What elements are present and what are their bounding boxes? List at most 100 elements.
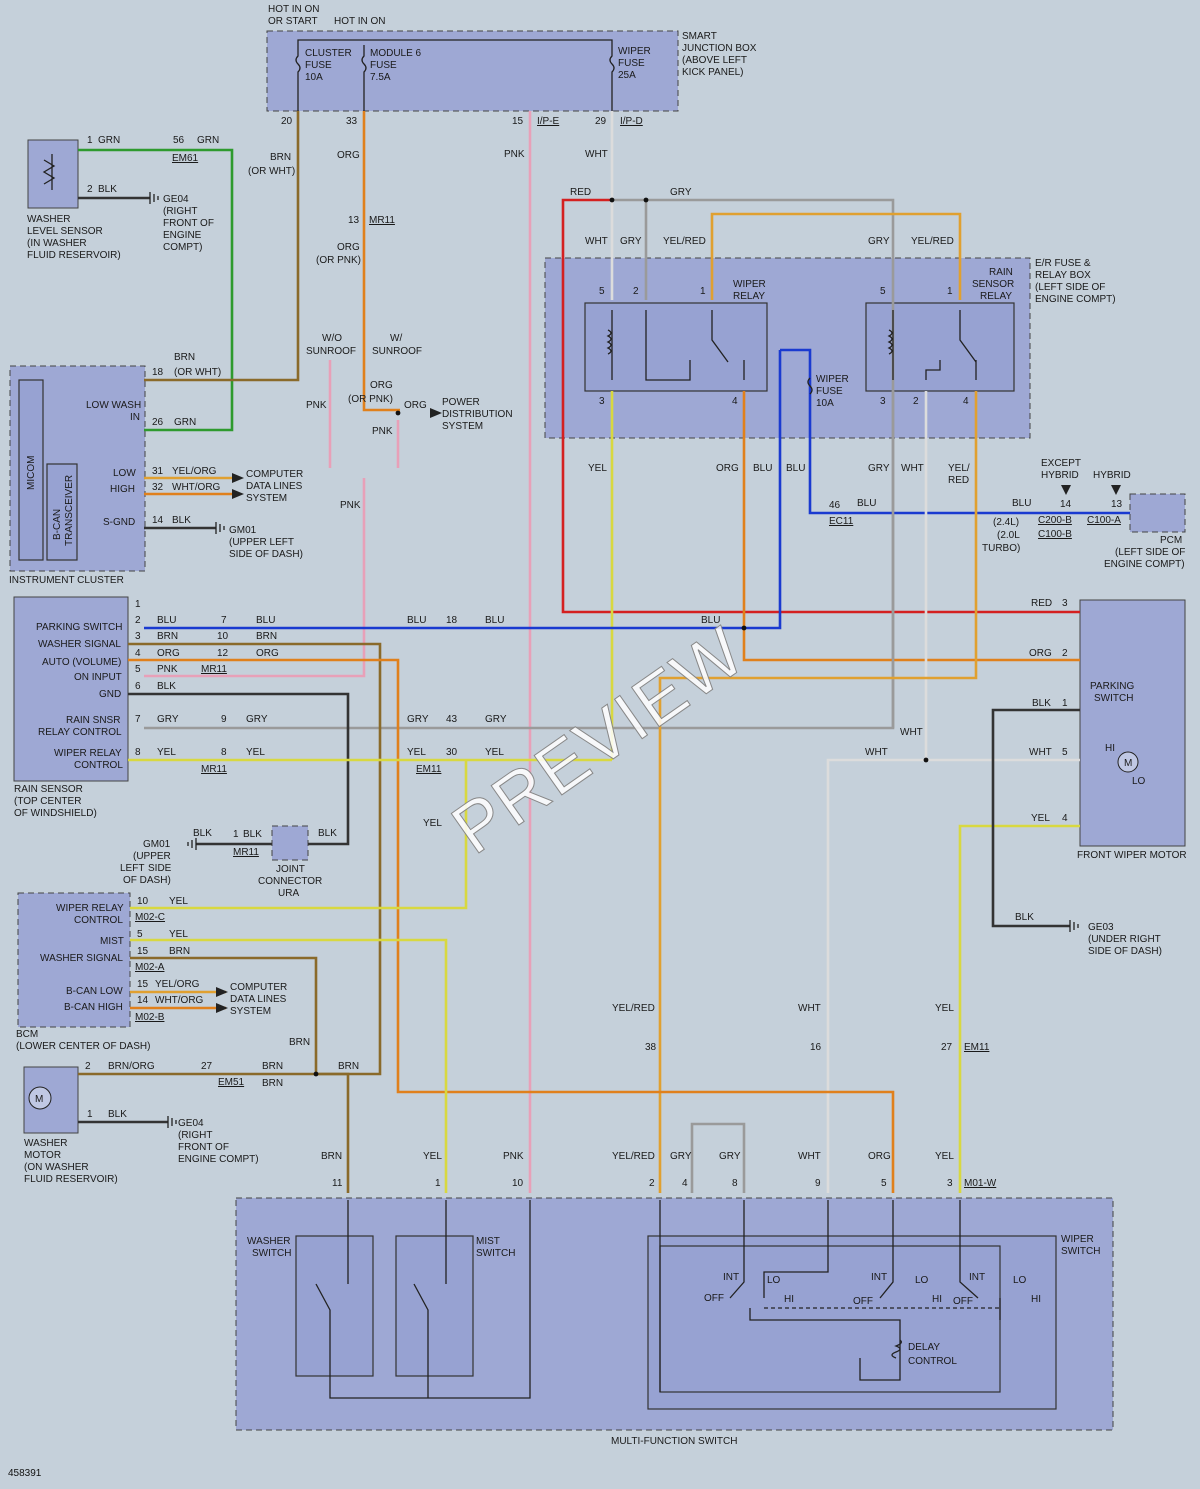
connector-label: M01-W (964, 1178, 997, 1189)
wire-label: GRY (407, 714, 429, 725)
arrow-icon (232, 489, 244, 499)
ground-label: (UNDER RIGHT (1088, 934, 1161, 945)
bcm-signal-label: B-CAN HIGH (64, 1002, 123, 1013)
off-label: OFF (953, 1296, 973, 1307)
pin-label: 4 (963, 396, 969, 407)
wire-label: YEL (935, 1151, 954, 1162)
ground-label: COMPT) (163, 242, 202, 253)
wire-label: PNK (340, 500, 361, 511)
bcm-label: (LOWER CENTER OF DASH) (16, 1041, 150, 1052)
variant-label: EXCEPT (1041, 458, 1081, 469)
delay-control-label: DELAY (908, 1342, 940, 1353)
arrow-icon (1061, 485, 1071, 495)
wire-label: ORG (1029, 648, 1052, 659)
pin-label: 2 (633, 286, 639, 297)
rain-sensor-label: RAIN SENSOR (14, 784, 83, 795)
pin-label: 10 (217, 631, 229, 642)
wire-label: ORG (337, 150, 360, 161)
pin-label: 1 (1062, 698, 1068, 709)
pin-label: 1 (233, 829, 239, 840)
pin-label: 18 (152, 367, 164, 378)
cluster-label: S-GND (103, 517, 135, 528)
pin-label: 2 (85, 1061, 91, 1072)
pin-label: 27 (201, 1061, 213, 1072)
wire-label: GRY (485, 714, 507, 725)
ground-label: SIDE (148, 863, 172, 874)
pds-label: DISTRIBUTION (442, 409, 513, 420)
wire-label: W/ (390, 333, 402, 344)
pin-label: 5 (137, 929, 143, 940)
wiper-relay-label: RELAY (733, 291, 765, 302)
module6-fuse-label: FUSE (370, 60, 397, 71)
washer-motor-icon (28, 1086, 52, 1110)
rain-signal-label: RAIN SNSR (66, 715, 120, 726)
pin-label: 1 (135, 599, 141, 610)
mist-switch (395, 1235, 474, 1377)
pin-label: 31 (152, 466, 164, 477)
wire-label: GRN (174, 417, 196, 428)
washer-motor-label: WASHER (24, 1138, 68, 1149)
rain-signal-label: PARKING SWITCH (36, 622, 122, 633)
sensor-resistor-icon (42, 154, 56, 190)
wire-label: BLU (1012, 498, 1031, 509)
wire-label: ORG (256, 648, 279, 659)
connector-label: EM61 (172, 153, 199, 164)
ground-label: FRONT OF (178, 1142, 229, 1153)
int-label: INT (871, 1272, 887, 1283)
washer-switch (295, 1235, 374, 1377)
variant-label: (2.4L) (993, 517, 1019, 528)
sjb-label: SMART (682, 31, 717, 42)
pds-label: POWER (442, 397, 480, 408)
off-label: OFF (853, 1296, 873, 1307)
motor-m-label: M (1124, 758, 1132, 769)
pin-label: 15 (137, 979, 149, 990)
washer-motor-label: MOTOR (24, 1150, 61, 1161)
pcm-label: ENGINE COMPT) (1104, 559, 1185, 570)
pin-label: 32 (152, 482, 164, 493)
wiper-fuse-10a-label: WIPER (816, 374, 849, 385)
module6-fuse-label: 7.5A (370, 72, 391, 83)
wire-label: BRN (262, 1078, 283, 1089)
wiper-fuse-label: FUSE (618, 58, 645, 69)
delay-control-label: CONTROL (908, 1356, 957, 1367)
pin-label: 5 (880, 286, 886, 297)
sjb-label: JUNCTION BOX (682, 43, 757, 54)
connector-label: C200-B (1038, 515, 1072, 526)
data-lines-label: DATA LINES (230, 994, 287, 1005)
wire-label: GRY (868, 463, 890, 474)
pin-label: 3 (599, 396, 605, 407)
ground-label: FRONT OF (163, 218, 214, 229)
pin-label: 2 (87, 184, 93, 195)
bcm-signal-label: WASHER SIGNAL (40, 953, 123, 964)
wiper-motor-icon (1117, 751, 1139, 773)
wire-label: WHT (901, 463, 924, 474)
rain-signal-label: AUTO (VOLUME) (42, 657, 121, 668)
relay-internals (606, 310, 977, 381)
wire-label: WHT/ORG (172, 482, 221, 493)
pin-label: 3 (947, 1178, 953, 1189)
connector-label: M02-C (135, 912, 165, 923)
pin-label: 2 (649, 1178, 655, 1189)
wire-label: YEL (169, 896, 188, 907)
wire-label: WHT (1029, 747, 1052, 758)
er-box-label: ENGINE COMPT) (1035, 294, 1116, 305)
pin-label: 1 (87, 1109, 93, 1120)
wire-label: ORG (868, 1151, 891, 1162)
pin-label: 13 (1111, 499, 1123, 510)
wire-label: WHT/ORG (155, 995, 204, 1006)
ground-label: GM01 (143, 839, 171, 850)
wire-label: BLU (857, 498, 876, 509)
pds-label: SYSTEM (442, 421, 483, 432)
connector-label: C100-A (1087, 515, 1121, 526)
pin-label: 16 (810, 1042, 822, 1053)
ground-label: (RIGHT (163, 206, 197, 217)
micom-block (18, 379, 44, 561)
rain-sensor-label: OF WINDSHIELD) (14, 808, 97, 819)
wire-label: WHT (585, 236, 608, 247)
wire-label: BLK (172, 515, 191, 526)
pin-label: 33 (346, 116, 358, 127)
connector-label: EM11 (964, 1042, 990, 1053)
mist-switch-label: MIST (476, 1236, 500, 1247)
wire-label: ORG (337, 242, 360, 253)
wire-label: BLK (243, 829, 262, 840)
